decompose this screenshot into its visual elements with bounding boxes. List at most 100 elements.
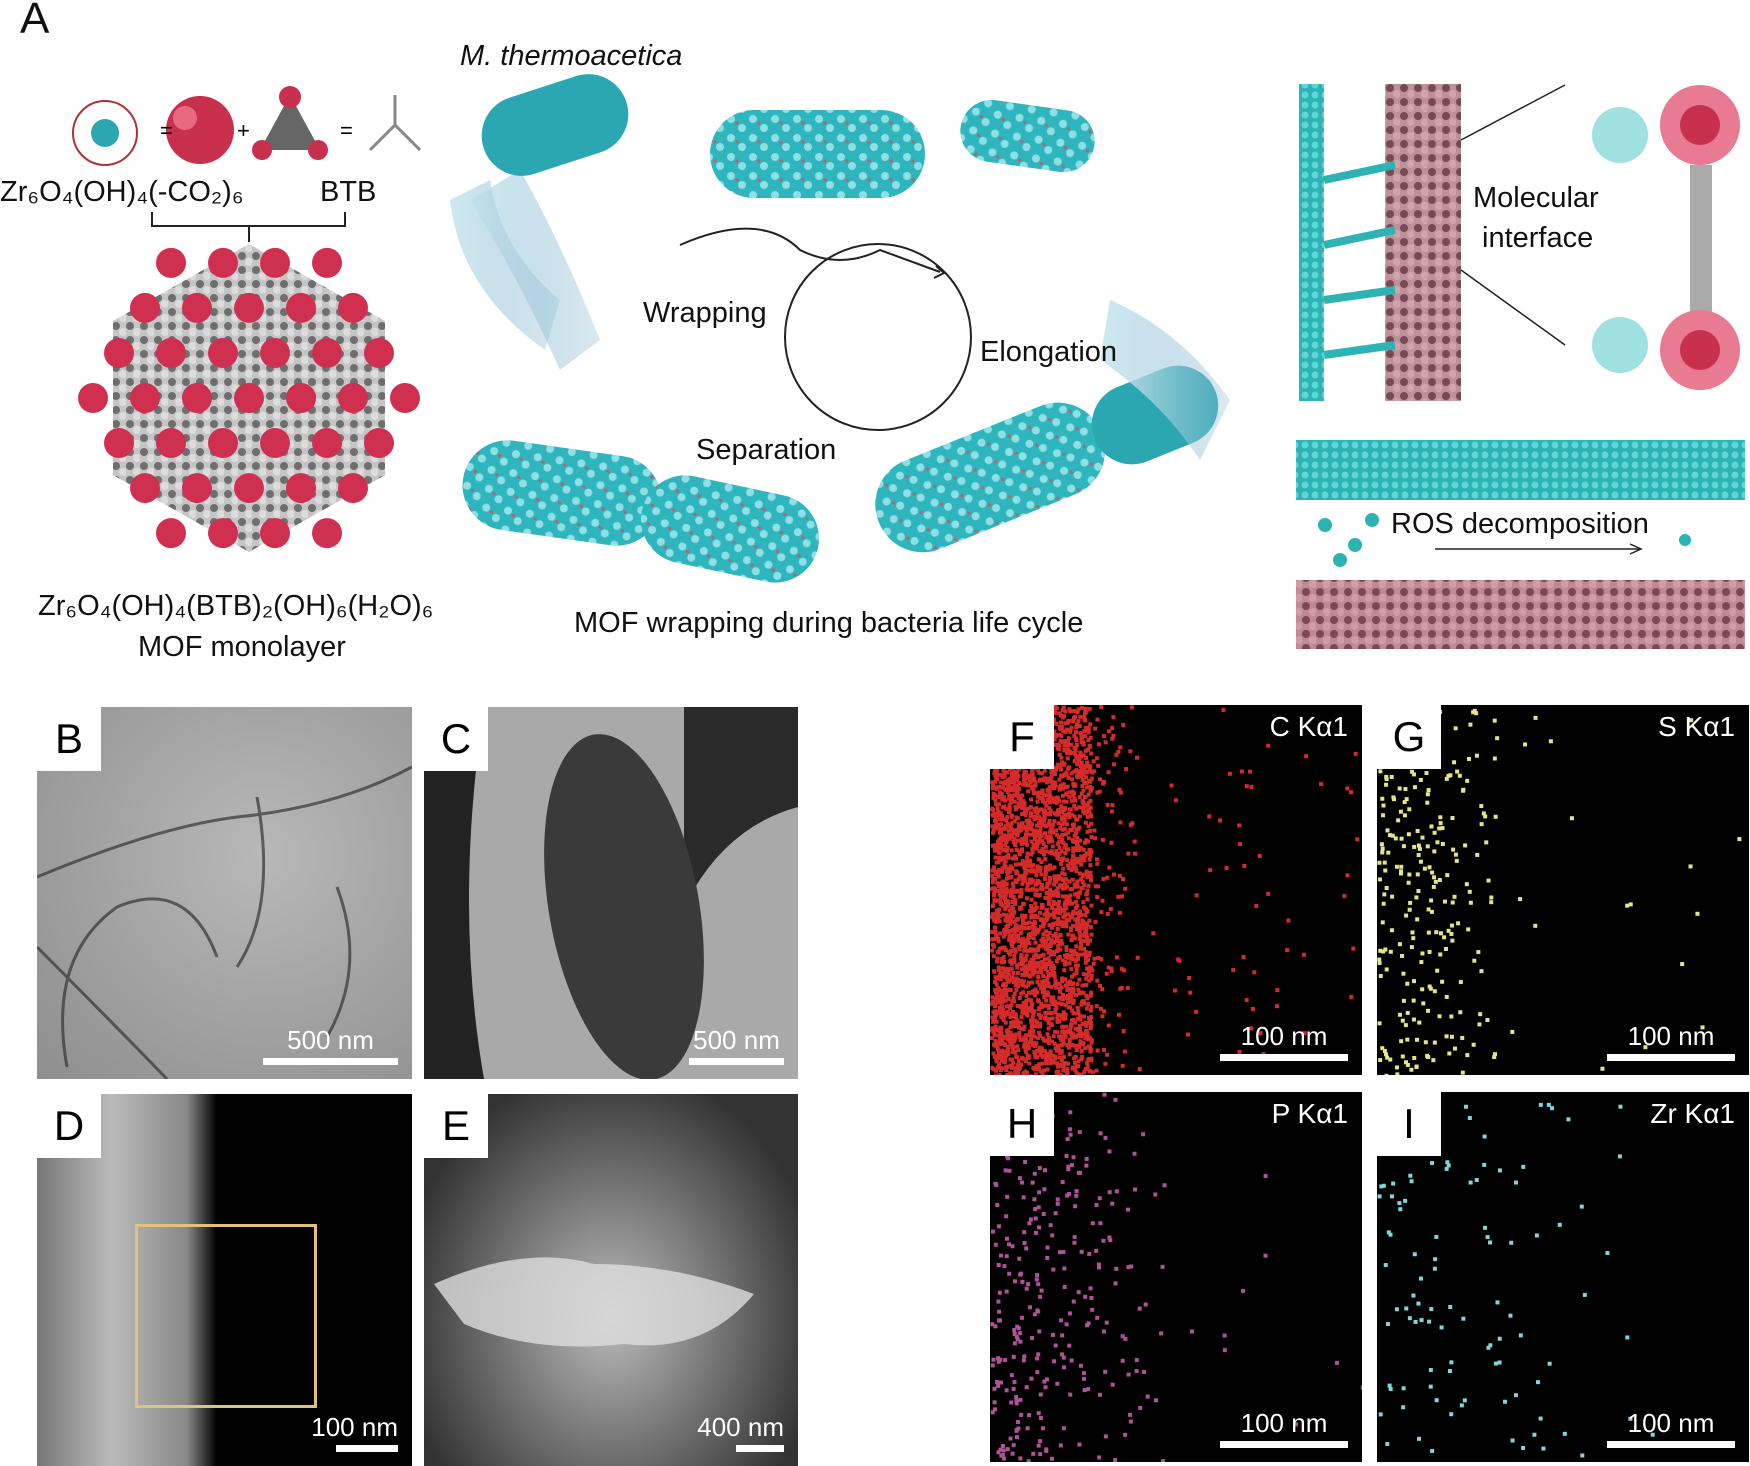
eds-signal-dot (1069, 1022, 1074, 1027)
eds-signal-dot (1405, 1062, 1410, 1067)
eds-signal-dot (1055, 886, 1060, 891)
zr-node (312, 518, 342, 549)
eds-signal-dot (1479, 804, 1484, 809)
eds-signal-dot (1381, 949, 1386, 954)
eds-signal-dot (1072, 733, 1077, 738)
eds-signal-dot (1071, 1032, 1076, 1037)
eds-signal-dot (1434, 1398, 1439, 1403)
eds-signal-dot (1082, 764, 1087, 769)
eds-signal-dot (999, 1026, 1004, 1031)
eds-signal-dot (999, 1058, 1004, 1063)
eds-signal-dot (1066, 775, 1071, 780)
eds-signal-dot (1015, 789, 1020, 794)
eds-signal-dot (1015, 783, 1020, 788)
eds-signal-dot (1041, 778, 1046, 783)
eds-signal-dot (1029, 1376, 1034, 1381)
eds-signal-dot (1043, 866, 1048, 871)
eds-signal-dot (1021, 979, 1026, 984)
eds-signal-dot (1010, 835, 1015, 840)
eds-signal-dot (1006, 1242, 1011, 1247)
eds-signal-dot (1037, 1021, 1042, 1026)
eds-signal-dot (1074, 911, 1079, 916)
eds-signal-dot (1460, 1035, 1465, 1040)
eds-signal-dot (1050, 796, 1055, 801)
eds-signal-dot (1013, 878, 1018, 883)
eds-signal-dot (1071, 825, 1076, 830)
eds-signal-dot (1033, 1054, 1038, 1059)
eds-signal-dot (1061, 729, 1066, 734)
eds-signal-dot (1052, 737, 1057, 742)
eds-signal-dot (1061, 799, 1066, 804)
panel-d-stem: D 100 nm (37, 1094, 412, 1466)
eds-signal-dot (993, 1043, 998, 1048)
eds-signal-dot (1077, 1028, 1082, 1033)
eds-signal-dot (1086, 1057, 1091, 1062)
eds-signal-dot (1050, 1039, 1055, 1044)
eds-signal-dot (1031, 936, 1036, 941)
eds-signal-dot (1037, 791, 1042, 796)
eds-signal-dot (1120, 894, 1125, 899)
eds-signal-dot (1094, 1068, 1099, 1073)
eds-signal-dot (1378, 1058, 1383, 1063)
eds-signal-dot (1426, 907, 1431, 912)
eds-signal-dot (1001, 879, 1006, 884)
eds-signal-dot (995, 848, 1000, 853)
eds-signal-dot (1087, 978, 1092, 983)
eds-signal-dot (1063, 813, 1068, 818)
eds-signal-dot (1059, 839, 1064, 844)
eds-signal-dot (1019, 1180, 1024, 1185)
eds-signal-dot (997, 907, 1002, 912)
eds-signal-dot (1055, 1016, 1060, 1021)
eds-signal-dot (1394, 864, 1399, 869)
eds-signal-dot (1126, 1265, 1131, 1270)
eds-signal-dot (1007, 767, 1012, 772)
eds-signal-dot (1089, 903, 1094, 908)
eds-signal-dot (990, 942, 995, 947)
eds-signal-dot (1266, 743, 1271, 748)
eds-signal-dot (993, 855, 998, 860)
eds-signal-dot (1068, 709, 1073, 714)
eds-signal-dot (1102, 1092, 1107, 1097)
eds-signal-dot (1077, 1044, 1082, 1049)
eds-signal-dot (1020, 957, 1025, 962)
eds-signal-dot (1089, 1004, 1094, 1009)
eds-signal-dot (1067, 961, 1072, 966)
eds-signal-dot (1029, 897, 1034, 902)
eds-signal-dot (1066, 995, 1071, 1000)
eds-signal-dot (1043, 1038, 1048, 1043)
eds-signal-dot (1043, 1168, 1048, 1173)
eds-signal-dot (1118, 790, 1123, 795)
eds-signal-dot (1408, 1173, 1413, 1178)
eds-signal-dot (990, 1322, 995, 1327)
eds-signal-dot (1012, 819, 1017, 824)
eds-signal-dot (1057, 839, 1062, 844)
eds-signal-dot (1394, 1065, 1399, 1070)
eds-signal-dot (1001, 855, 1006, 860)
eds-signal-dot (1030, 965, 1035, 970)
eds-signal-dot (1056, 919, 1061, 924)
eds-signal-dot (1055, 910, 1060, 915)
eds-signal-dot (996, 839, 1001, 844)
eds-signal-dot (1550, 1106, 1555, 1111)
eds-signal-dot (1100, 1014, 1105, 1019)
eds-signal-dot (1021, 921, 1026, 926)
eds-signal-dot (1427, 1319, 1432, 1324)
eds-signal-dot (1005, 1028, 1010, 1033)
eds-signal-dot (1071, 853, 1076, 858)
eds-signal-dot (997, 1061, 1002, 1066)
eds-signal-dot (1447, 1051, 1452, 1056)
eds-signal-dot (1449, 931, 1454, 936)
eds-signal-dot (1440, 826, 1445, 831)
eds-signal-dot (1009, 796, 1014, 801)
eds-signal-dot (1014, 1066, 1019, 1071)
eds-signal-dot (1090, 968, 1095, 973)
eds-signal-dot (1028, 825, 1033, 830)
eds-signal-dot (1035, 979, 1040, 984)
scale-bar: 100 nm (1220, 1021, 1348, 1061)
eds-signal-dot (1023, 782, 1028, 787)
eds-signal-dot (1012, 837, 1017, 842)
eds-signal-dot (1100, 987, 1105, 992)
eds-signal-dot (1386, 850, 1391, 855)
eds-signal-dot (1342, 894, 1347, 899)
eds-signal-dot (1008, 988, 1013, 993)
